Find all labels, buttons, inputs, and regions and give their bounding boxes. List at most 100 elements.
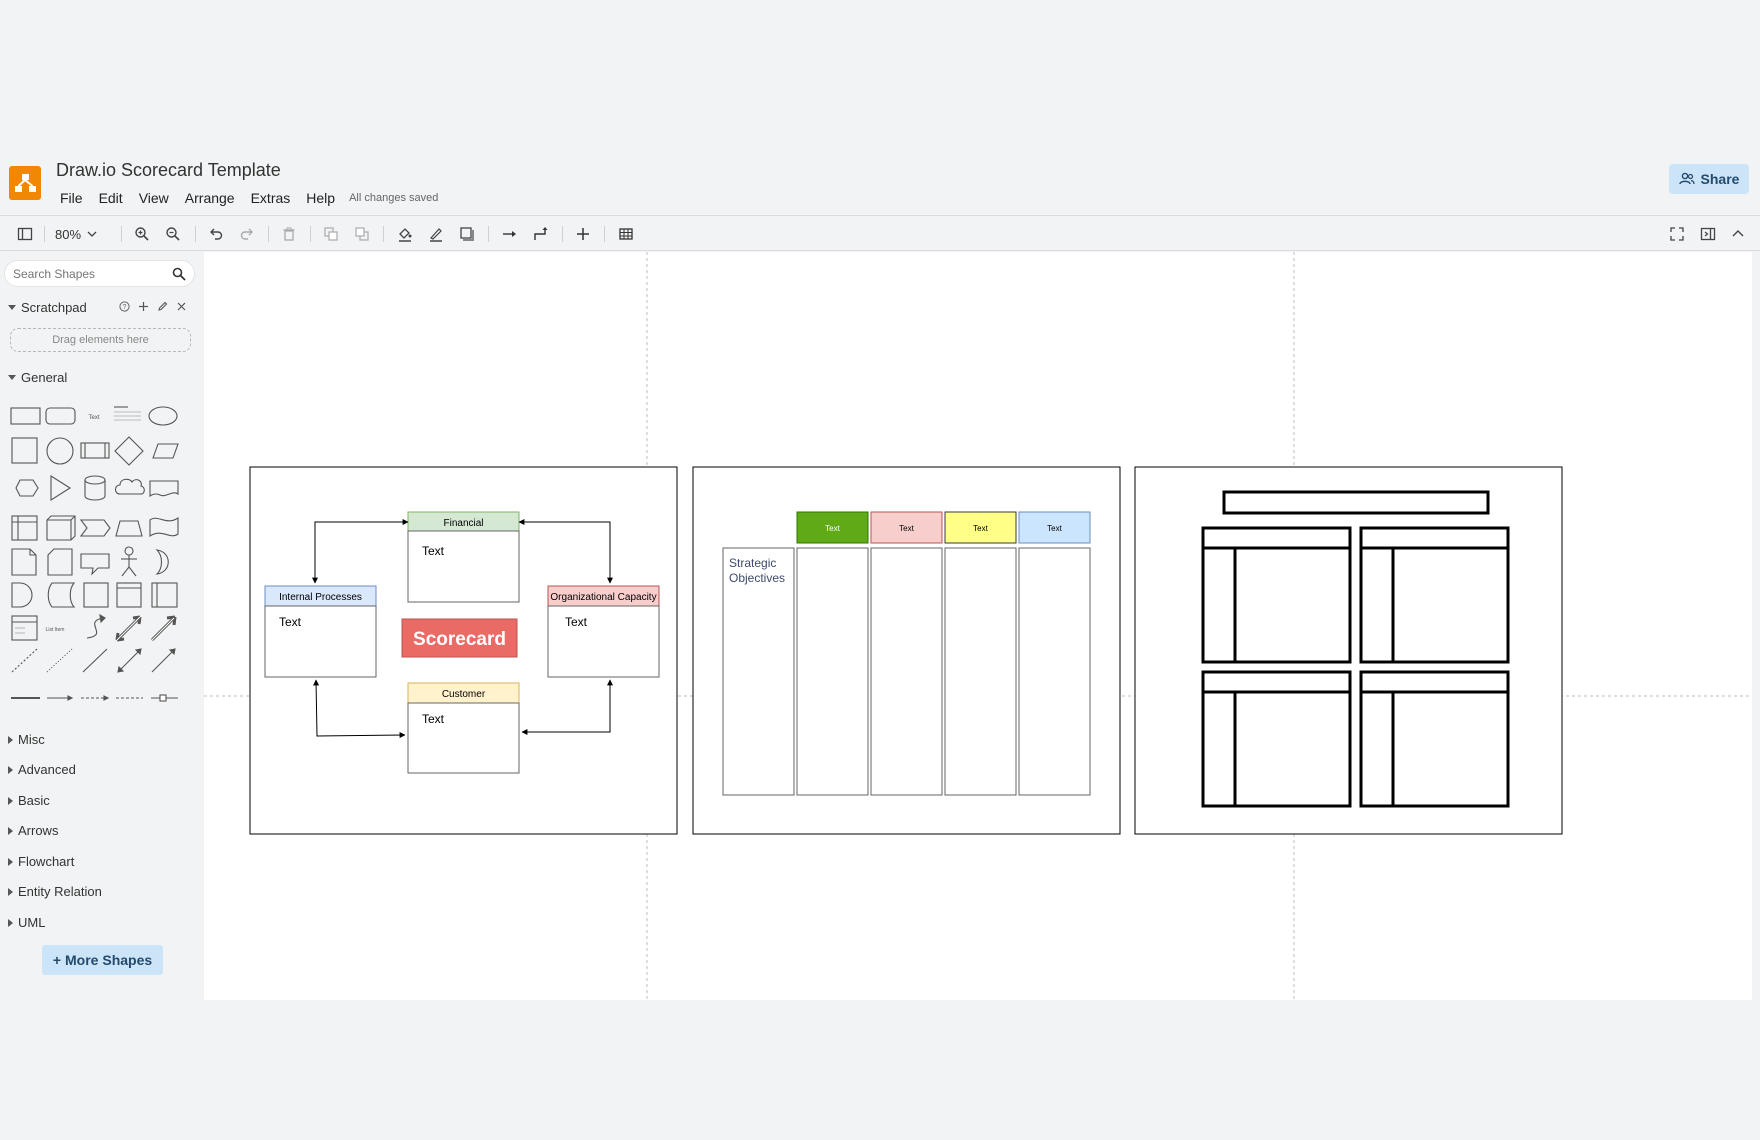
section-arrows[interactable]: Arrows xyxy=(8,823,58,838)
header-cell[interactable] xyxy=(1018,511,1091,544)
waypoints-icon[interactable] xyxy=(530,223,552,245)
wireframe-diagram[interactable] xyxy=(1134,466,1563,835)
search-icon[interactable] xyxy=(172,267,186,281)
wireframe-panel[interactable] xyxy=(1201,526,1352,664)
triangle-shape[interactable] xyxy=(50,475,72,501)
line-color-icon[interactable] xyxy=(425,223,447,245)
column-cell[interactable] xyxy=(944,547,1017,796)
objectives-grid-diagram[interactable]: Text Text Text Text Strategic Objectives xyxy=(692,466,1121,835)
line-shape[interactable] xyxy=(82,648,108,673)
header-cell[interactable] xyxy=(870,511,943,544)
data-storage-shape[interactable] xyxy=(47,582,76,608)
shadow-icon[interactable] xyxy=(456,223,478,245)
more-shapes-button[interactable]: + More Shapes xyxy=(42,945,163,975)
internal-storage-shape[interactable] xyxy=(11,515,38,541)
redo-icon[interactable] xyxy=(236,223,258,245)
scratchpad-drop-zone[interactable]: Drag elements here xyxy=(10,328,191,352)
rounded-rectangle-shape[interactable] xyxy=(45,407,76,425)
section-misc[interactable]: Misc xyxy=(8,732,45,747)
document-title[interactable]: Draw.io Scorecard Template xyxy=(56,160,281,180)
or-shape[interactable] xyxy=(155,549,169,575)
drawio-logo[interactable] xyxy=(9,166,41,200)
menu-view[interactable]: View xyxy=(138,190,169,206)
parallelogram-shape[interactable] xyxy=(152,443,179,459)
diamond-shape[interactable] xyxy=(114,436,144,466)
tape-shape[interactable] xyxy=(149,516,179,538)
format-toggle-icon[interactable] xyxy=(1697,223,1719,245)
actor-shape[interactable] xyxy=(121,546,137,577)
section-general[interactable]: General xyxy=(8,370,67,385)
arrow-org-customer[interactable] xyxy=(521,679,613,735)
dashed-line-shape[interactable] xyxy=(11,648,38,673)
square-shape[interactable] xyxy=(11,437,38,464)
customer-box[interactable]: Customer Text xyxy=(407,682,520,774)
container-shape[interactable] xyxy=(116,582,142,608)
diagram-canvas[interactable]: Financial Text Internal Processes Text O… xyxy=(204,252,1752,1000)
financial-box[interactable]: Financial Text xyxy=(407,511,520,603)
insert-icon[interactable] xyxy=(572,223,594,245)
cylinder-shape[interactable] xyxy=(84,475,106,501)
edit-icon[interactable] xyxy=(156,300,169,313)
section-basic[interactable]: Basic xyxy=(8,793,50,808)
menu-arrange[interactable]: Arrange xyxy=(184,190,235,206)
step-shape[interactable] xyxy=(79,519,111,537)
text-shape[interactable]: Text xyxy=(88,415,99,421)
column-cell[interactable] xyxy=(870,547,943,796)
menu-help[interactable]: Help xyxy=(306,190,336,206)
search-box[interactable] xyxy=(4,260,195,287)
collapse-icon[interactable] xyxy=(1727,223,1749,245)
dashed-connector-shape[interactable] xyxy=(81,695,110,701)
circle-shape[interactable] xyxy=(46,437,74,465)
hexagon-shape[interactable] xyxy=(15,479,39,497)
fullscreen-icon[interactable] xyxy=(1666,223,1688,245)
callout-shape[interactable] xyxy=(80,553,110,576)
wireframe-panel[interactable] xyxy=(1359,670,1510,808)
bidirectional-connector-shape[interactable] xyxy=(117,648,142,673)
organizational-capacity-box[interactable]: Organizational Capacity Text xyxy=(547,585,660,678)
rectangle-shape[interactable] xyxy=(10,407,41,425)
close-icon[interactable] xyxy=(175,300,188,313)
arrow-internal-customer[interactable] xyxy=(313,679,406,739)
section-advanced[interactable]: Advanced xyxy=(8,762,76,777)
connector-with-symbol-shape[interactable] xyxy=(151,694,178,702)
wireframe-panel[interactable] xyxy=(1359,526,1510,664)
zoom-dropdown[interactable]: 80% xyxy=(55,224,97,244)
help-icon[interactable]: ? xyxy=(118,300,131,313)
menu-extras[interactable]: Extras xyxy=(250,190,291,206)
dotted-line-shape[interactable] xyxy=(46,648,73,673)
share-button[interactable]: Share xyxy=(1669,164,1749,194)
card-shape[interactable] xyxy=(47,548,73,576)
arrow-shape[interactable] xyxy=(150,615,177,642)
directional-connector-shape[interactable] xyxy=(151,648,176,673)
note-shape[interactable] xyxy=(11,548,37,576)
scorecard-center-box[interactable]: Scorecard xyxy=(401,618,518,658)
delay-shape[interactable] xyxy=(11,582,33,608)
menu-file[interactable]: File xyxy=(60,190,83,206)
connection-icon[interactable] xyxy=(499,223,521,245)
trapezoid-shape[interactable] xyxy=(115,520,143,537)
arrow-financial-internal[interactable] xyxy=(312,519,409,584)
arrow-financial-org[interactable] xyxy=(518,519,613,584)
document-shape[interactable] xyxy=(149,480,179,498)
scorecard-diagram[interactable]: Financial Text Internal Processes Text O… xyxy=(249,466,678,835)
curve-shape[interactable] xyxy=(86,613,106,639)
search-input[interactable] xyxy=(13,266,163,282)
wireframe-panel[interactable] xyxy=(1201,670,1352,808)
textbox-shape[interactable] xyxy=(114,406,141,421)
cube-shape[interactable] xyxy=(46,515,76,541)
column-cell[interactable] xyxy=(1018,547,1091,796)
section-flowchart[interactable]: Flowchart xyxy=(8,854,74,869)
format-panel-icon[interactable] xyxy=(14,223,36,245)
section-entity-relation[interactable]: Entity Relation xyxy=(8,884,102,899)
table-icon[interactable] xyxy=(615,223,637,245)
ellipse-shape[interactable] xyxy=(148,406,178,426)
frame-shape[interactable] xyxy=(83,582,109,608)
menu-edit[interactable]: Edit xyxy=(98,190,123,206)
connector-label-shape[interactable] xyxy=(47,695,74,701)
process-shape[interactable] xyxy=(80,442,110,459)
list-shape[interactable] xyxy=(11,615,38,641)
header-cell[interactable] xyxy=(796,511,869,544)
vertical-container-shape[interactable] xyxy=(151,582,178,608)
row-label-cell[interactable] xyxy=(722,547,795,796)
header-cell[interactable] xyxy=(944,511,1017,544)
